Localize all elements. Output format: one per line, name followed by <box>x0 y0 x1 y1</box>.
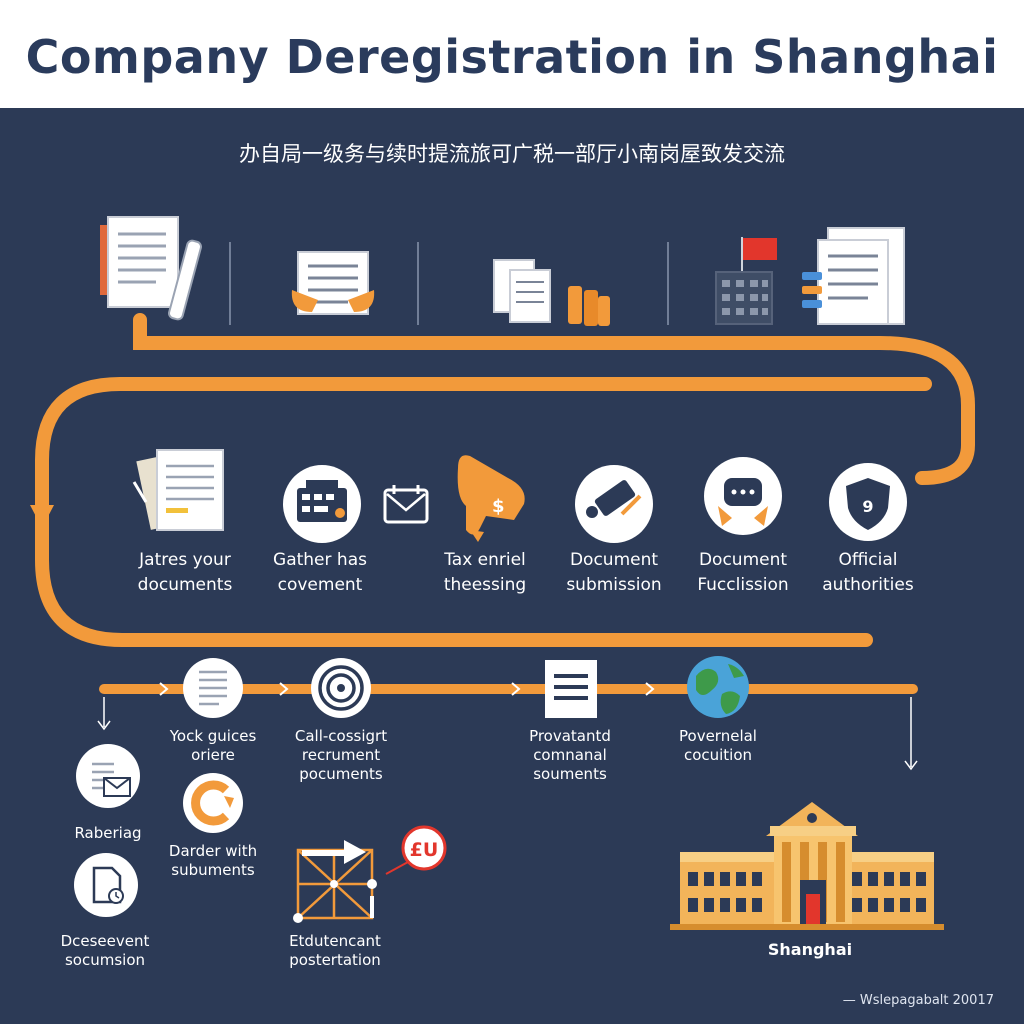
step-label: Jatres your documents <box>137 550 233 595</box>
chevron-right-icon <box>645 682 655 696</box>
document-pen-icon <box>100 216 202 321</box>
step-label: Etdutencant postertation <box>289 932 381 969</box>
shield-icon: 9 <box>829 463 907 541</box>
header-bar <box>0 0 1024 108</box>
chevron-right-icon <box>159 682 169 696</box>
footer-credit: — Wslepagabalt 20017 <box>842 993 994 1008</box>
arrow-down-icon <box>97 697 111 731</box>
hands-document-icon <box>291 251 375 315</box>
flow-path-top <box>133 313 975 485</box>
documents-coins-icon <box>493 259 610 326</box>
chevron-right-icon <box>279 682 289 696</box>
typewriter-icon <box>283 465 361 543</box>
step-label: Darder with subuments <box>168 842 258 879</box>
arrow-down-icon <box>904 697 918 771</box>
target-icon <box>311 658 371 718</box>
building-icon <box>670 802 944 930</box>
step-label: Yock guices oriere <box>169 727 257 764</box>
mail-document-icon <box>76 744 140 808</box>
step-label: Tax enriel theessing <box>443 550 527 595</box>
chevron-right-icon <box>511 682 521 696</box>
scaffold-arrow-icon <box>293 840 409 923</box>
clock-document-icon <box>74 853 138 917</box>
gear-icon <box>183 773 243 833</box>
step-label: Povernelal cocuition <box>679 727 757 764</box>
currency-badge-icon: £U <box>401 825 447 871</box>
hands-box-icon <box>704 457 782 535</box>
flow-path <box>35 313 975 647</box>
calendar-mail-icon <box>383 485 429 524</box>
note-icon <box>183 658 243 718</box>
page-subtitle: 办自局一级务与续时提流旅可广税一部厅小南岗屋致发交流 <box>239 142 785 166</box>
hand-dollar-icon: $ <box>457 455 525 542</box>
building-label: Shanghai <box>767 940 853 959</box>
flag-building-icon <box>715 237 777 325</box>
stamp-icon <box>575 465 653 543</box>
step-label: Official authorities <box>822 550 914 595</box>
arrow-down-icon <box>30 505 54 528</box>
page-title: Company Deregistration in Shanghai <box>25 30 999 84</box>
step-label: Gather has covement <box>273 550 367 595</box>
step-label: Provatantd comnanal souments <box>529 727 611 783</box>
flow-path-middle <box>35 377 932 647</box>
chevrons <box>159 682 655 696</box>
badge-text: £U <box>410 839 439 861</box>
paper-stack-icon <box>802 227 905 325</box>
step-label: Dceseevent socumsion <box>60 932 150 969</box>
step-label: Call-cossigrt recrument pocuments <box>294 727 388 783</box>
svg-text:9: 9 <box>862 497 873 516</box>
dividers <box>229 242 669 325</box>
document-stack-icon <box>132 449 224 531</box>
step-label: Document submission <box>566 550 662 595</box>
document-icon <box>545 660 597 718</box>
step-label: Raberiag <box>74 824 142 842</box>
globe-icon <box>687 656 749 718</box>
down-arrows <box>97 697 918 771</box>
svg-text:$: $ <box>492 496 505 517</box>
step-label: Document Fucclission <box>697 550 789 595</box>
